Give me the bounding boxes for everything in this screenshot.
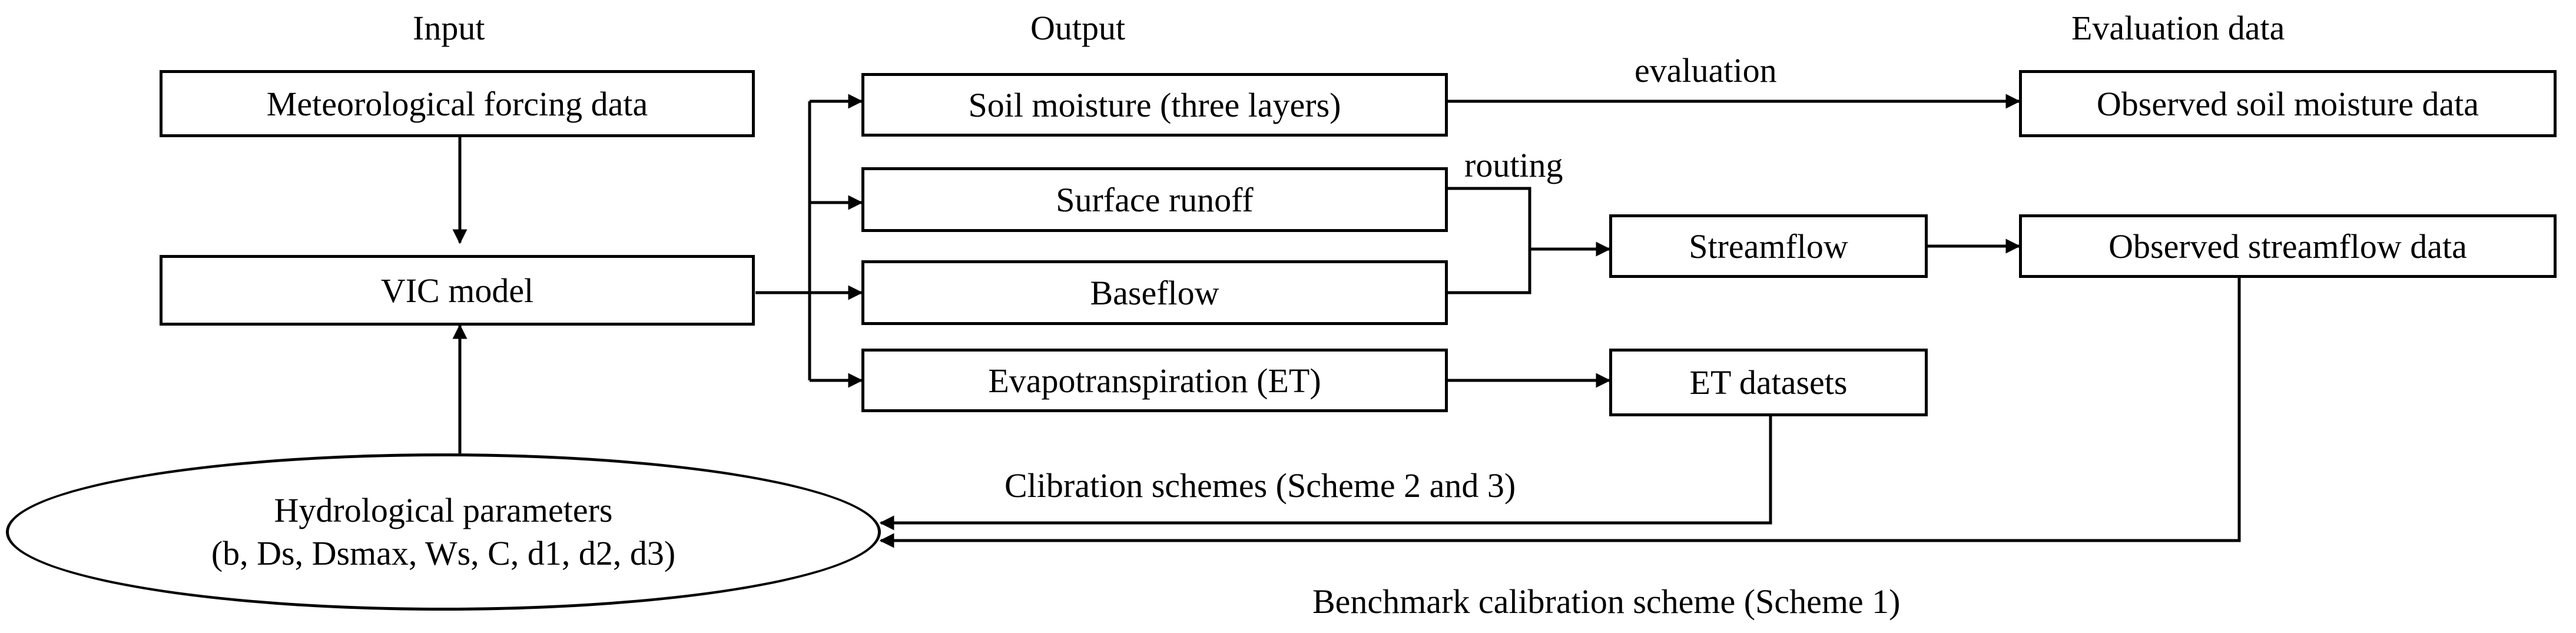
line-runoff-routing <box>1448 187 1531 249</box>
surface-runoff-box: Surface runoff <box>861 167 1448 232</box>
observed-soil-moisture-box: Observed soil moisture data <box>2019 70 2557 137</box>
soil-moisture-box: Soil moisture (three layers) <box>861 73 1448 137</box>
label-benchmark-scheme: Benchmark calibration scheme (Scheme 1) <box>1312 582 1901 621</box>
hydrological-parameters-list: (b, Ds, Dsmax, Ws, C, d1, d2, d3) <box>211 533 676 572</box>
header-input: Input <box>413 9 485 47</box>
hydrological-parameters-title: Hydrological parameters <box>274 491 613 529</box>
header-evaluation-data: Evaluation data <box>2071 9 2285 47</box>
meteorological-forcing-box: Meteorological forcing data <box>160 70 755 137</box>
arrow-etdata-to-params <box>879 416 1772 531</box>
line-baseflow-routing <box>1448 249 1531 294</box>
streamflow-box: Streamflow <box>1609 214 1928 278</box>
baseflow-box: Baseflow <box>861 260 1448 325</box>
hydrological-parameters-ellipse: Hydrological parameters (b, Ds, Dsmax, W… <box>6 453 881 611</box>
label-evaluation: evaluation <box>1635 51 1777 90</box>
arrow-obsstream-to-params <box>879 278 2241 548</box>
label-calibration-schemes: Clibration schemes (Scheme 2 and 3) <box>1004 466 1516 505</box>
observed-streamflow-box: Observed streamflow data <box>2019 214 2557 278</box>
label-routing: routing <box>1464 146 1563 184</box>
evapotranspiration-box: Evapotranspiration (ET) <box>861 349 1448 412</box>
et-datasets-box: ET datasets <box>1609 349 1928 416</box>
header-output: Output <box>1030 9 1126 47</box>
vic-model-box: VIC model <box>160 255 755 326</box>
